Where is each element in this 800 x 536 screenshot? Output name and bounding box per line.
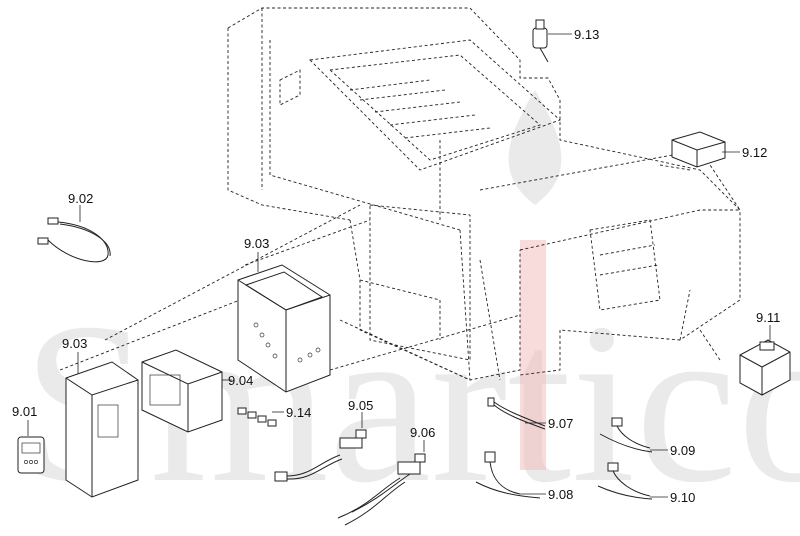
callout-9-12: 9.12: [742, 145, 767, 160]
callout-9-11: 9.11: [756, 310, 780, 325]
callout-9-09: 9.09: [670, 443, 695, 458]
part-9-06-harness: [337, 440, 426, 526]
callout-9-10: 9.10: [670, 490, 695, 505]
callout-9-07: 9.07: [548, 416, 573, 431]
callout-9-13: 9.13: [574, 27, 599, 42]
part-9-10-cable: [597, 462, 668, 500]
callout-9-02: 9.02: [68, 191, 93, 206]
boiler-body: [227, 7, 741, 381]
watermark-accent: [520, 240, 546, 470]
part-9-14-connectors: [237, 407, 284, 427]
part-9-01-room-control: [17, 420, 45, 474]
assembly-guide-lines: [59, 164, 721, 371]
callout-9-06: 9.06: [410, 425, 435, 440]
part-9-11-transformer: [739, 325, 791, 396]
part-9-03-frame: [237, 252, 331, 393]
part-9-03-cover: [65, 352, 139, 498]
callout-9-03-lower: 9.03: [62, 336, 87, 351]
part-9-08-sensor-cable: [475, 451, 546, 499]
part-9-09-cable: [599, 417, 668, 453]
part-9-05-harness: [274, 412, 367, 482]
part-9-12-block: [671, 131, 740, 168]
callout-9-03-upper: 9.03: [244, 236, 269, 251]
callout-9-05: 9.05: [348, 398, 373, 413]
part-9-13-sensor: [532, 19, 572, 63]
callout-9-08: 9.08: [548, 487, 573, 502]
callout-9-01: 9.01: [12, 404, 37, 419]
callout-9-14: 9.14: [286, 405, 311, 420]
part-9-02-cable: [37, 205, 111, 263]
part-9-04-control-unit: [141, 349, 232, 433]
watermark-flame-icon: [508, 90, 562, 205]
part-9-07-sensor-cable: [487, 397, 546, 430]
callout-9-04: 9.04: [228, 373, 253, 388]
